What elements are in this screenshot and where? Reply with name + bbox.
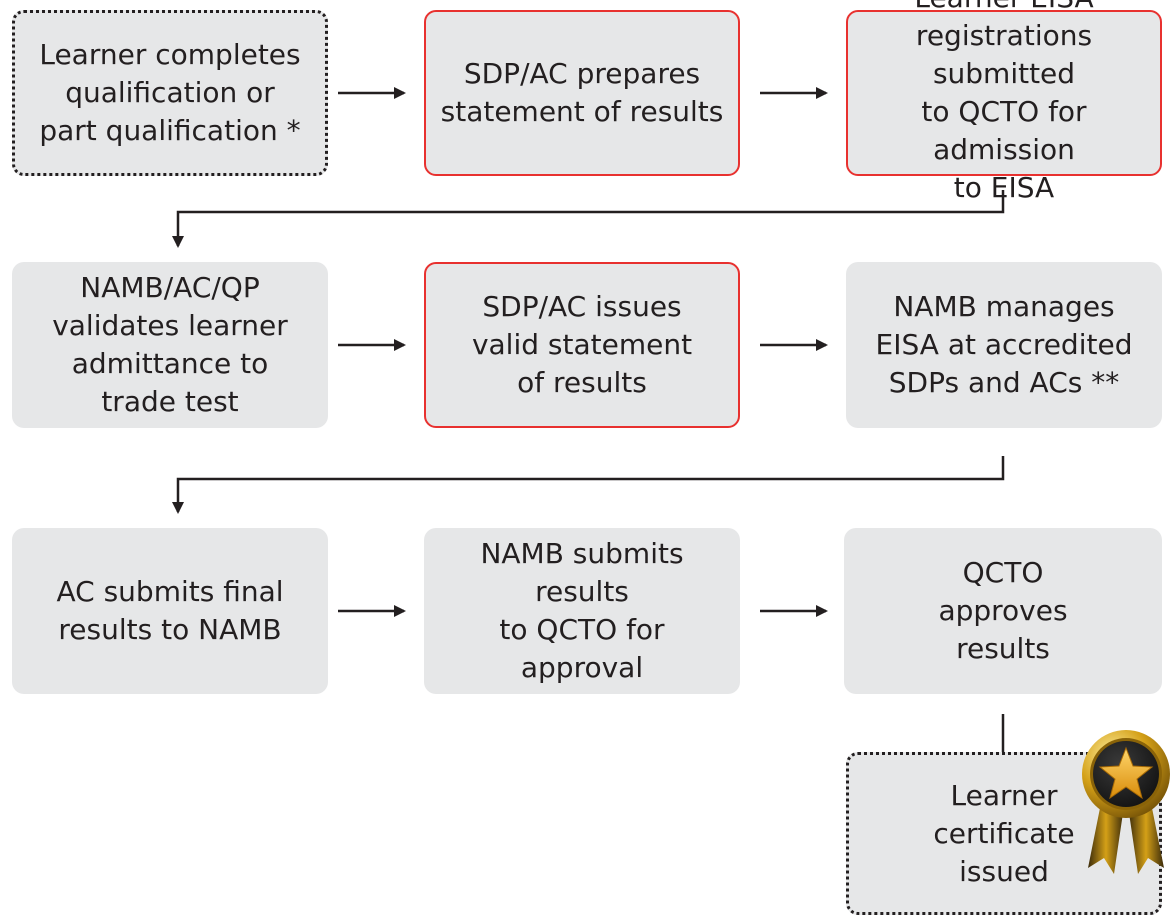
node-sdp-issues-statement: SDP/AC issues valid statement of results xyxy=(424,262,740,428)
node-namb-manages-eisa: NAMB manages EISA at accredited SDPs and… xyxy=(846,262,1162,428)
node-label: SDP/AC issues valid statement of results xyxy=(471,290,693,399)
node-learner-completes-qualification: Learner completes qualification or part … xyxy=(12,10,328,176)
arrow-n3-n4 xyxy=(172,190,1005,248)
node-label: AC submits final results to NAMB xyxy=(56,575,284,646)
arrow-n6-n7 xyxy=(172,456,1005,514)
node-label: Learner certificate issued xyxy=(933,778,1075,888)
node-label: NAMB manages EISA at accredited SDPs and… xyxy=(875,290,1133,399)
node-namb-submits-results: NAMB submits results to QCTO for approva… xyxy=(424,528,740,694)
node-sdp-prepares-statement: SDP/AC prepares statement of results xyxy=(424,10,740,176)
node-namb-validates-admittance: NAMB/AC/QP validates learner admittance … xyxy=(12,262,328,428)
node-label: Learner EISA registrations submitted to … xyxy=(914,0,1093,204)
node-label: NAMB/AC/QP validates learner admittance … xyxy=(52,271,288,418)
node-ac-submits-final-results: AC submits final results to NAMB xyxy=(12,528,328,694)
node-label: SDP/AC prepares statement of results xyxy=(440,57,724,128)
node-label: QCTO approves results xyxy=(938,556,1068,665)
node-qcto-approves-results: QCTO approves results xyxy=(844,528,1162,694)
award-star-badge-icon xyxy=(1082,730,1170,874)
node-label: NAMB submits results to QCTO for approva… xyxy=(480,537,684,684)
node-eisa-registrations-submitted: Learner EISA registrations submitted to … xyxy=(846,0,1162,204)
node-label: Learner completes qualification or part … xyxy=(39,38,301,147)
node-learner-certificate-issued: Learner certificate issued xyxy=(846,752,1162,915)
